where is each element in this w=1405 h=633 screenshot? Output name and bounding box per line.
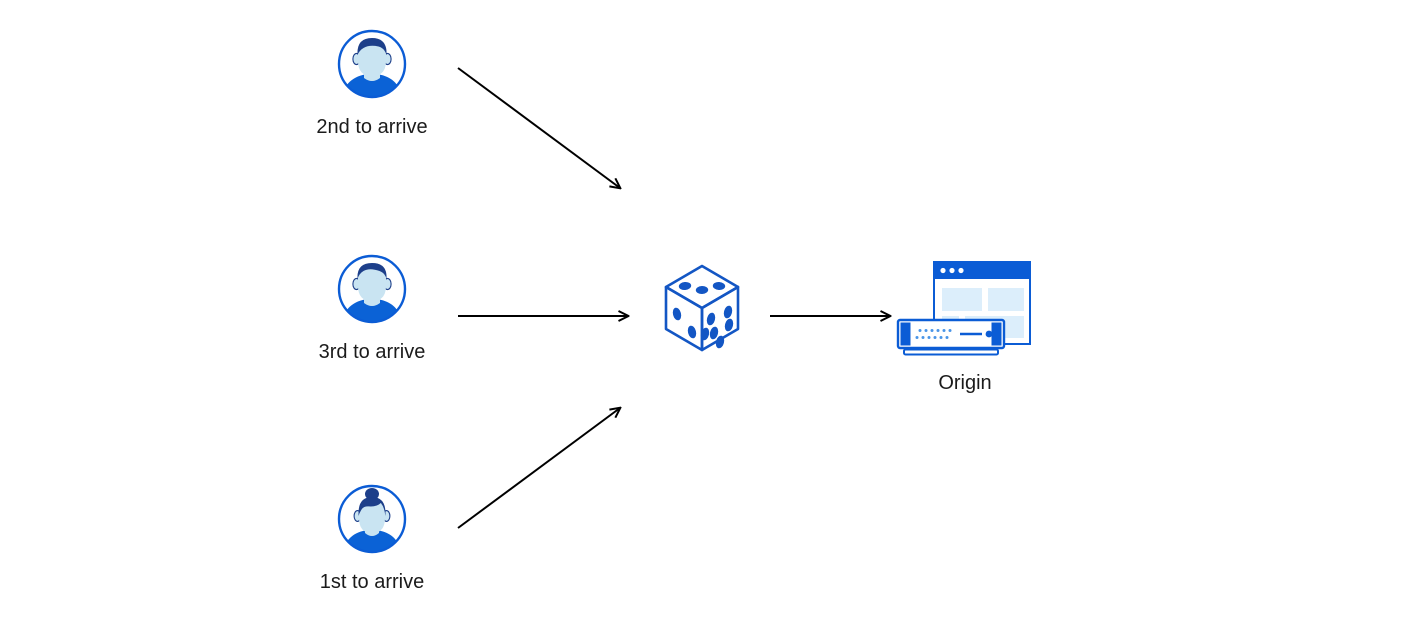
node-label-origin: Origin xyxy=(938,372,992,394)
node-label-visitor-1st: 1st to arrive xyxy=(319,571,425,593)
origin-server-icon xyxy=(896,261,1031,356)
node-randomizer xyxy=(659,262,745,362)
node-visitor-3rd: 3rd to arrive xyxy=(319,253,425,363)
connector-1st-to-dice xyxy=(457,408,620,529)
dice-icon xyxy=(664,264,740,352)
avatar xyxy=(336,253,408,325)
avatar xyxy=(336,28,408,100)
node-label-visitor-2nd: 2nd to arrive xyxy=(316,116,428,138)
node-visitor-1st: 1st to arrive xyxy=(320,483,424,593)
user-avatar-icon xyxy=(337,254,407,324)
dice xyxy=(659,262,745,362)
user-avatar-icon xyxy=(337,29,407,99)
user-avatar-icon xyxy=(337,484,407,554)
node-label-visitor-3rd: 3rd to arrive xyxy=(318,341,426,363)
avatar xyxy=(336,483,408,555)
node-visitor-2nd: 2nd to arrive xyxy=(316,28,428,138)
node-origin: Origin xyxy=(896,258,1036,394)
origin-icon-group xyxy=(896,258,1036,363)
server-device-icon xyxy=(896,318,1006,356)
